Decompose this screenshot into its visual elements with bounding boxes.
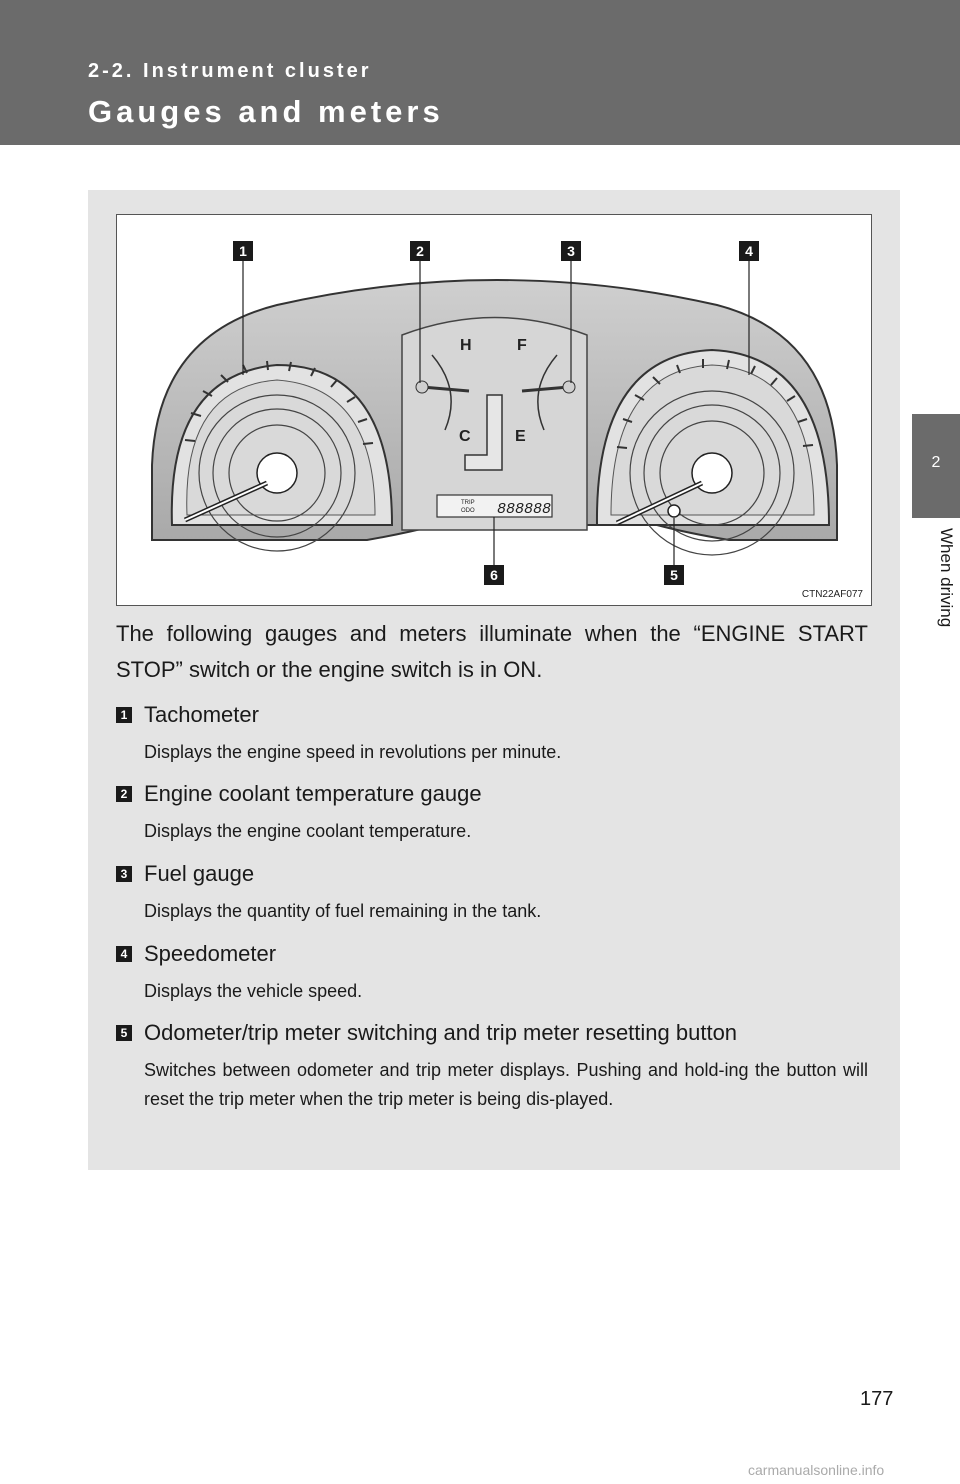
callout-6: 6 (490, 567, 498, 583)
callout-4: 4 (745, 243, 753, 259)
callout-3: 3 (567, 243, 575, 259)
item-title: Engine coolant temperature gauge (144, 781, 482, 806)
callout-5: 5 (670, 567, 678, 583)
item-description: Switches between odometer and trip meter… (144, 1060, 868, 1109)
item-number-badge: 3 (116, 866, 132, 882)
item-number-badge: 1 (116, 707, 132, 723)
instrument-cluster-illustration: H C F E TRIP ODO 888888 (151, 241, 838, 585)
side-tab-spacer (912, 145, 960, 415)
figure-code: CTN22AF077 (801, 589, 863, 600)
fuel-gauge: F E (515, 337, 576, 445)
section-heading: 2-2. Instrument cluster (88, 60, 372, 82)
page-header: 2-2. Instrument cluster Gauges and meter… (0, 0, 960, 145)
display-trip-label: TRIP (461, 500, 475, 506)
chapter-title-tab: When driving (912, 518, 960, 684)
tachometer-dial (170, 363, 394, 552)
fuel-full-label: F (517, 337, 527, 354)
instrument-cluster-figure: H C F E TRIP ODO 888888 (116, 214, 872, 606)
item-title: Tachometer (144, 702, 259, 727)
callout-badges: 1 2 3 4 5 6 (233, 241, 759, 585)
shift-indicator (464, 394, 503, 471)
chapter-title: When driving (937, 528, 956, 628)
display-odo-label: ODO (461, 508, 475, 514)
callout-1: 1 (239, 243, 247, 259)
chapter-number-tab: 2 (912, 414, 960, 518)
display-digits: 888888 (497, 501, 551, 518)
fuel-empty-label: E (515, 428, 526, 445)
callout-2: 2 (416, 243, 424, 259)
temp-hot-label: H (460, 337, 472, 354)
temperature-gauge: H C (415, 337, 472, 445)
item-description: Displays the vehicle speed. (144, 981, 363, 1001)
item-number-badge: 5 (116, 1025, 132, 1041)
page-title: Gauges and meters (88, 94, 444, 129)
callout-leaders (242, 260, 750, 565)
speedometer-dial (595, 348, 831, 556)
chapter-number: 2 (931, 454, 941, 471)
page-number: 177 (860, 1388, 894, 1410)
intro-paragraph: The following gauges and meters illumina… (116, 621, 868, 682)
tick-marks (184, 359, 814, 449)
item-title: Odometer/trip meter switching and trip m… (144, 1020, 738, 1045)
item-title: Speedometer (144, 941, 277, 966)
item-description: Displays the engine coolant temperature. (144, 821, 472, 841)
trip-reset-knob (667, 504, 681, 518)
item-description: Displays the engine speed in revolutions… (144, 742, 562, 762)
watermark: carmanualsonline.info (748, 1462, 885, 1478)
item-title: Fuel gauge (144, 861, 255, 886)
item-number-badge: 4 (116, 946, 132, 962)
temp-cold-label: C (459, 428, 471, 445)
item-description: Displays the quantity of fuel remaining … (144, 901, 542, 921)
item-number-badge: 2 (116, 786, 132, 802)
